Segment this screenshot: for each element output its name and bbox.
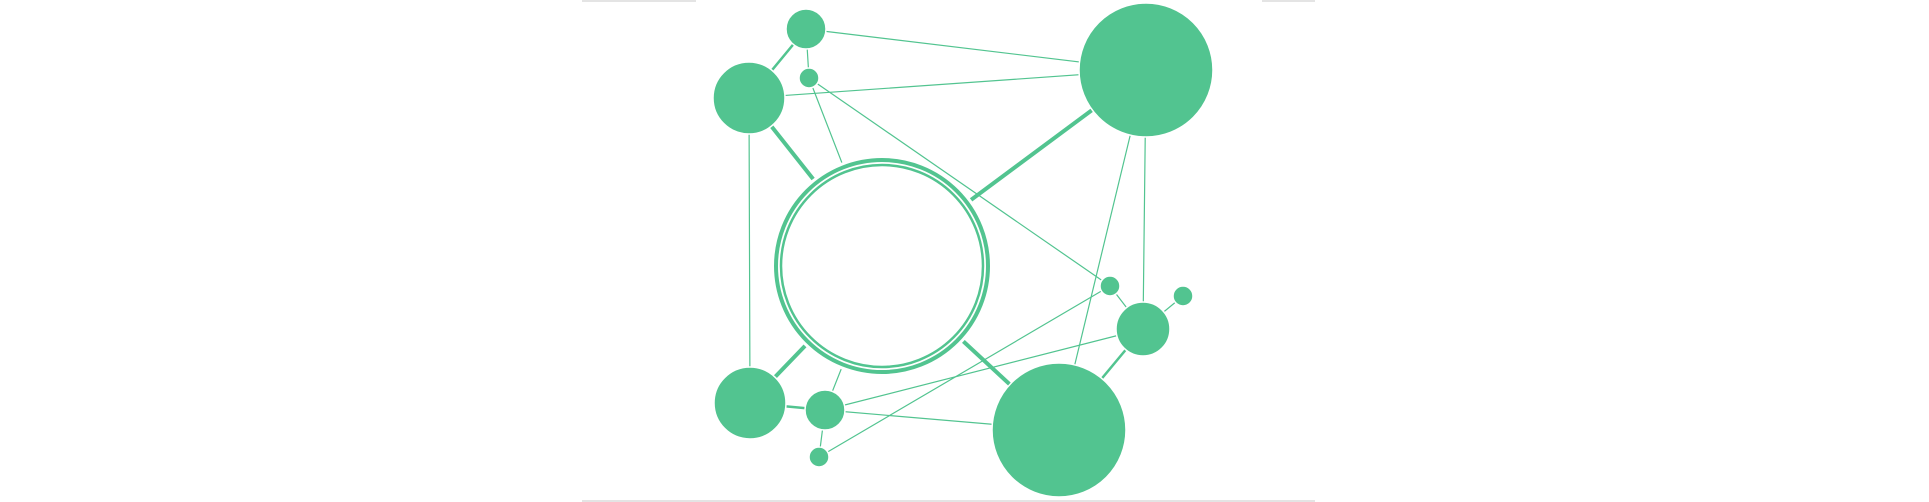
edge-right-tiny-to-bottom-left-tiny <box>818 285 1111 458</box>
node-right-medium <box>1115 301 1171 357</box>
node-top-right-large <box>1078 2 1214 138</box>
node-bottom-left-medium <box>804 389 846 431</box>
frame-rules <box>582 0 1315 502</box>
node-top-tiny <box>798 67 820 89</box>
edge-right-medium-to-bottom-left-medium <box>824 328 1144 411</box>
edge-left-upper-to-left-lower <box>748 97 751 404</box>
node-far-right-tiny <box>1172 285 1194 307</box>
node-top-small <box>785 8 827 50</box>
node-hub-inner-ring <box>779 163 985 369</box>
edge-top-tiny-to-right-tiny <box>808 77 1111 287</box>
node-hub <box>774 158 990 374</box>
node-bottom-left-tiny <box>808 446 830 468</box>
node-left-lower <box>713 366 787 440</box>
node-right-tiny <box>1099 275 1121 297</box>
node-layer <box>712 2 1214 498</box>
node-left-upper <box>712 61 786 135</box>
node-bottom-large <box>991 362 1127 498</box>
